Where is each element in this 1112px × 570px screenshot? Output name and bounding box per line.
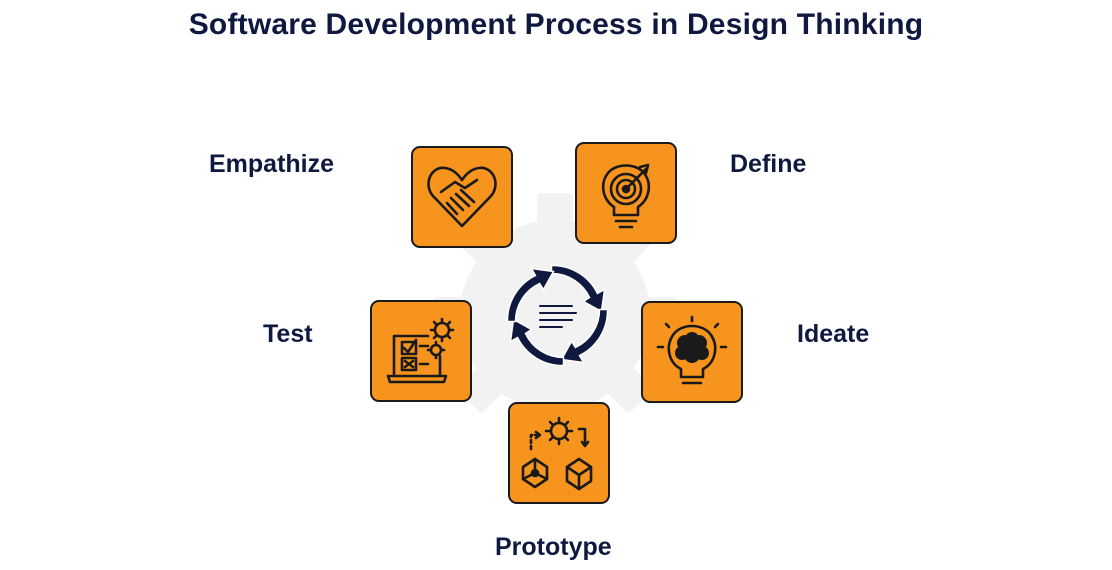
prototype-label: Prototype bbox=[495, 533, 612, 561]
diagram-title: Software Development Process in Design T… bbox=[188, 8, 924, 41]
brain-lightbulb-icon bbox=[656, 315, 728, 385]
test-tile bbox=[370, 300, 472, 402]
empathize-tile bbox=[411, 146, 513, 248]
test-label: Test bbox=[263, 320, 313, 348]
define-label: Define bbox=[730, 150, 807, 178]
handshake-heart-icon bbox=[427, 166, 497, 228]
prototype-tile bbox=[508, 402, 610, 504]
checklist-laptop-icon bbox=[386, 317, 455, 384]
ideate-tile bbox=[641, 301, 743, 403]
define-tile bbox=[575, 142, 677, 244]
target-lightbulb-icon bbox=[601, 163, 651, 229]
ideate-label: Ideate bbox=[797, 320, 870, 348]
cycle-arrows-icon bbox=[506, 264, 609, 367]
gear-cubes-icon bbox=[521, 416, 593, 491]
empathize-label: Empathize bbox=[209, 150, 335, 178]
